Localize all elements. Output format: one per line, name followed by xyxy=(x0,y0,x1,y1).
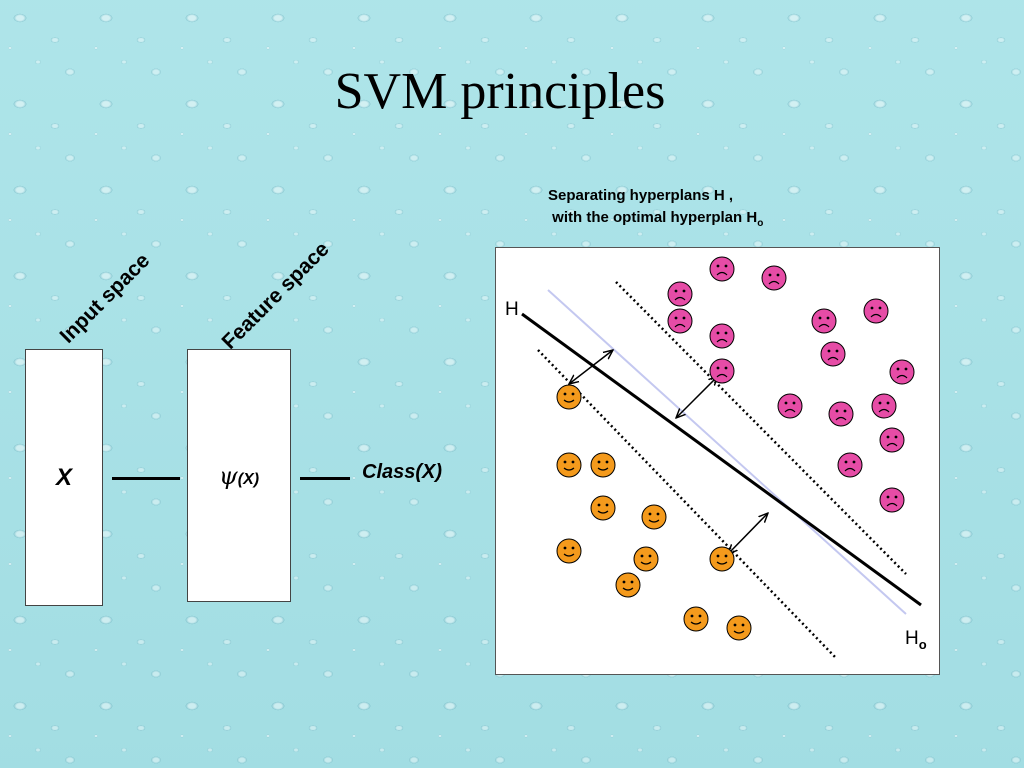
margin-arrow-upper-left xyxy=(569,350,613,384)
happy-face-point xyxy=(590,452,616,478)
sad-face-point xyxy=(879,487,905,513)
psi-symbol: ψ xyxy=(218,461,238,490)
caption-line-2-sub: o xyxy=(757,218,764,229)
upper-margin-line xyxy=(615,281,907,575)
happy-face-point xyxy=(709,546,735,572)
sad-face-point xyxy=(837,452,863,478)
hyperplane-diagram xyxy=(521,256,922,659)
psi-arg: (X) xyxy=(237,470,260,488)
happy-face-point xyxy=(556,384,582,410)
sad-face-point xyxy=(820,341,846,367)
happy-face-point xyxy=(633,546,659,572)
happy-face-point xyxy=(556,452,582,478)
feature-space-box: ψ(X) xyxy=(187,349,291,602)
sad-face-point xyxy=(709,323,735,349)
ho-main: H xyxy=(905,628,919,649)
alt-hyperplane-line xyxy=(547,289,907,615)
feature-space-plot xyxy=(495,247,940,675)
sad-face-point xyxy=(889,359,915,385)
class-label: Class(X) xyxy=(362,461,443,483)
sad-face-point xyxy=(811,308,837,334)
input-x-label: X xyxy=(55,463,72,491)
lower-margin-line xyxy=(537,349,837,659)
sad-face-point xyxy=(879,427,905,453)
happy-face-point xyxy=(726,615,752,641)
happy-face-point xyxy=(615,572,641,598)
optimal-hyperplane-label: Ho xyxy=(905,628,927,652)
slide-title: SVM principles xyxy=(334,63,666,120)
ho-sub: o xyxy=(918,636,927,652)
sad-face-point xyxy=(777,393,803,419)
sad-face-point xyxy=(709,358,735,384)
data-points xyxy=(556,256,915,641)
happy-face-point xyxy=(556,538,582,564)
hyperplane-h-label: H xyxy=(505,299,519,320)
input-space-label: Input space xyxy=(55,248,155,348)
caption-line-1: Separating hyperplans H , xyxy=(548,187,734,204)
arrow-input-to-feature xyxy=(112,477,180,480)
sad-face-point xyxy=(667,308,693,334)
caption-line-2-text: with the optimal hyperplan H xyxy=(548,209,758,226)
sad-face-point xyxy=(761,265,787,291)
sad-face-point xyxy=(828,401,854,427)
plot-caption: Separating hyperplans H , with the optim… xyxy=(548,185,763,235)
happy-face-point xyxy=(641,504,667,530)
sad-face-point xyxy=(863,298,889,324)
sad-face-point xyxy=(667,281,693,307)
happy-face-point xyxy=(590,495,616,521)
feature-psi-label: ψ(X) xyxy=(188,462,290,490)
margin-arrow-lower xyxy=(728,513,768,554)
caption-line-2: with the optimal hyperplan Ho xyxy=(548,207,763,235)
feature-space-label: Feature space xyxy=(217,237,334,354)
arrow-feature-to-class xyxy=(300,477,350,480)
sad-face-point xyxy=(709,256,735,282)
happy-face-point xyxy=(683,606,709,632)
input-space-box: X xyxy=(25,349,103,606)
sad-face-point xyxy=(871,393,897,419)
margin-arrow-upper-right xyxy=(676,376,718,418)
